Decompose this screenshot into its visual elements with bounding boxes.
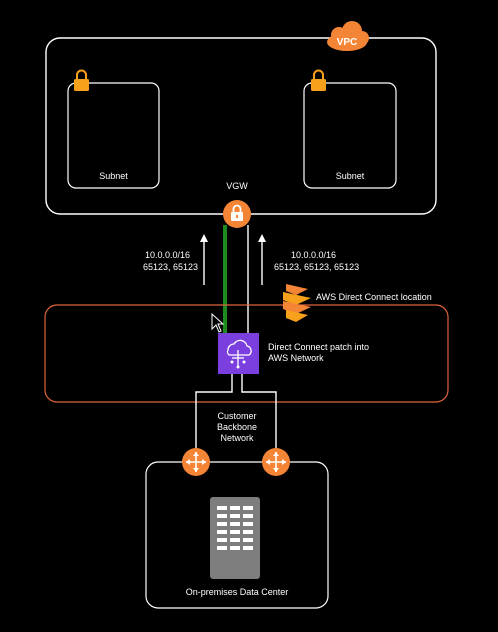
vpc-badge-text: VPC: [337, 37, 358, 48]
backbone-label: Customer Backbone Network: [216, 411, 258, 443]
lock-icon: [74, 69, 89, 91]
datacenter-label: On-premises Data Center: [185, 587, 289, 597]
router-icon: [182, 448, 210, 476]
dx-patch-label: Direct Connect patch into AWS Network: [268, 342, 370, 363]
dx-location-boundary: [44, 304, 449, 403]
backbone-lines: [195, 374, 277, 448]
route-right-prefix: 10.0.0.0/16: [291, 250, 337, 260]
vpc-cloud-icon: VPC: [327, 21, 369, 51]
direct-connect-patch-icon: [218, 333, 259, 374]
subnet-left-label: Subnet: [99, 171, 128, 181]
route-arrow-left: [200, 234, 208, 285]
subnet-left-box: [67, 82, 160, 189]
route-left-prefix: 10.0.0.0/16: [145, 250, 191, 260]
subnet-right-box: [303, 82, 397, 189]
lock-icon: [311, 69, 326, 91]
mouse-cursor-icon: [211, 312, 225, 333]
route-arrow-right: [258, 234, 266, 285]
route-left-as-path: 65123, 65123: [143, 262, 199, 272]
subnet-right-label: Subnet: [335, 171, 365, 181]
dx-location-label: AWS Direct Connect location: [316, 292, 432, 302]
vgw-label: VGW: [226, 181, 248, 191]
server-building-icon: [210, 497, 260, 579]
vgw-lock-icon: [223, 200, 251, 228]
direct-connect-location-icon: [283, 284, 311, 322]
datacenter-boundary: [145, 461, 329, 609]
router-icon: [262, 448, 290, 476]
route-right-as-path: 65123, 65123, 65123: [274, 262, 360, 272]
